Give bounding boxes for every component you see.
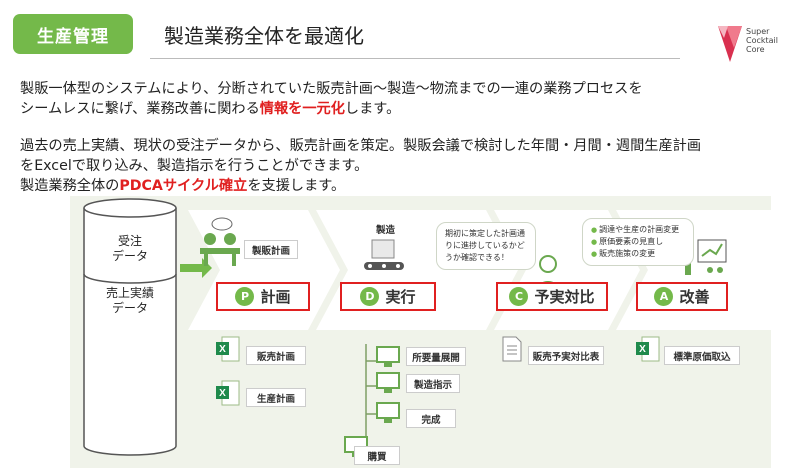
phase-do-label: 実行 [385,288,416,306]
highlight-pdca: PDCAサイクル確立 [119,178,248,194]
phase-do: D 実行 [340,282,436,311]
flow-connectors [354,344,376,447]
meeting-label: 製販計画 [244,240,298,259]
doc-purchasing: 購買 [354,446,400,465]
phase-check-letter: C [509,287,529,306]
doc-production-order: 製造指示 [406,374,460,393]
doc-completion: 完成 [406,409,456,428]
database-cylinder-icon [83,198,177,456]
phase-plan-letter: P [235,287,255,306]
doc-sales-plan-actual: 販売予実対比表 [528,346,604,365]
highlight-unified-info: 情報を一元化 [259,101,345,117]
doc-production-plan: 生産計画 [246,388,306,407]
excel-file-icon: X [216,380,240,406]
phase-act-label: 改善 [679,288,710,306]
svg-text:X: X [219,344,226,355]
act-speech-bubble: 調達や生産の計画変更 原価要素の見直し 販売施策の変更 [582,218,694,266]
excel-file-icon: X [216,336,240,362]
document-icon [502,336,522,362]
page-title: 製造業務全体を最適化 [164,24,364,48]
svg-text:X: X [639,344,646,355]
pdca-diagram: 受注 データ 売上実績 データ 製販計画 製造 期初に策定した計画通 りに進捗し… [70,196,771,468]
phase-check-label: 予実対比 [534,288,595,306]
doc-requirements-expansion: 所要量展開 [406,347,466,366]
phase-act: A 改善 [636,282,728,311]
brand-logo-icon [718,26,742,62]
svg-text:X: X [219,388,226,399]
doc-standard-cost-import: 標準原価取込 [664,346,740,365]
phase-plan: P 計画 [216,282,310,311]
computer-icon [376,402,400,423]
excel-file-icon: X [636,336,660,362]
meeting-people-icon [200,217,240,266]
computer-icon [376,372,400,393]
phase-plan-label: 計画 [260,288,291,306]
phase-do-letter: D [360,287,380,306]
title-divider [150,58,680,59]
computer-icon [376,346,400,367]
doc-sales-plan: 販売計画 [246,346,306,365]
data-source-orders: 受注 データ [111,234,148,263]
phase-check: C 予実対比 [496,282,608,311]
check-speech-bubble: 期初に策定した計画通 りに進捗しているかど うか確認できる！ [436,222,536,270]
intro-paragraph-2: 過去の売上実績、現状の受注データから、販売計画を策定。製販会議で検討した年間・月… [20,138,702,194]
manufacturing-label: 製造 [376,225,396,236]
category-badge: 生産管理 [13,14,133,54]
conveyor-icon [364,239,404,270]
brand-logo-text: Super Cocktail Core [746,27,778,54]
data-source-sales: 売上実績 データ [105,286,154,315]
phase-act-letter: A [654,287,674,306]
intro-paragraph-1: 製販一体型のシステムにより、分断されていた販売計画～製造～物流までの一連の業務プ… [20,81,643,117]
